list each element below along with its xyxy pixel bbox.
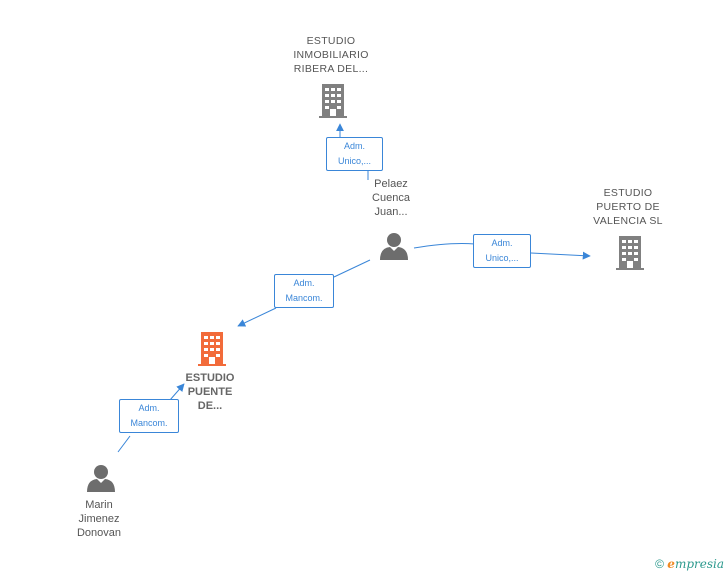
edge-label-line1: Adm. xyxy=(343,141,365,151)
building-icon[interactable] xyxy=(616,236,644,270)
edge-label-pelaez-puerto: Adm. Unico,... xyxy=(473,234,531,268)
brand-e: e xyxy=(667,557,675,571)
edge-label-line1: Adm. xyxy=(491,238,513,248)
edge-label-pelaez-puente: Adm. Mancom. xyxy=(274,274,334,308)
brand-logo: © empresia xyxy=(655,557,724,571)
company-label-puerto[interactable]: ESTUDIO PUERTO DE VALENCIA SL xyxy=(593,187,663,227)
edge-label-marin-puente: Adm. Mancom. xyxy=(119,399,179,433)
edge-label-line2: Unico,... xyxy=(485,253,519,263)
edge-label-pelaez-ribera: Adm. Unico,... xyxy=(326,137,383,171)
person-label-marin[interactable]: Marin Jimenez Donovan xyxy=(76,499,122,539)
company-label-puente[interactable]: ESTUDIO PUENTE DE... xyxy=(185,372,235,412)
focus-building-icon[interactable] xyxy=(198,332,226,366)
copyright-icon: © xyxy=(655,557,664,571)
person-icon[interactable] xyxy=(87,465,115,492)
brand-name: mpresia xyxy=(674,557,724,571)
edge-pelaez-puerto xyxy=(413,243,590,257)
edge-label-line2: Mancom. xyxy=(285,293,323,303)
person-icon[interactable] xyxy=(380,233,408,260)
edge-pelaez-puente xyxy=(238,259,371,326)
building-icon[interactable] xyxy=(319,84,347,118)
edge-label-line2: Unico,... xyxy=(337,156,371,166)
company-label-ribera[interactable]: ESTUDIO INMOBILIARIO RIBERA DEL... xyxy=(293,35,369,75)
edge-marin-puente xyxy=(117,384,184,453)
edge-label-line1: Adm. xyxy=(138,403,160,413)
edge-label-line2: Mancom. xyxy=(130,418,168,428)
edge-label-line1: Adm. xyxy=(293,278,315,288)
person-label-pelaez[interactable]: Pelaez Cuenca Juan... xyxy=(372,178,410,218)
